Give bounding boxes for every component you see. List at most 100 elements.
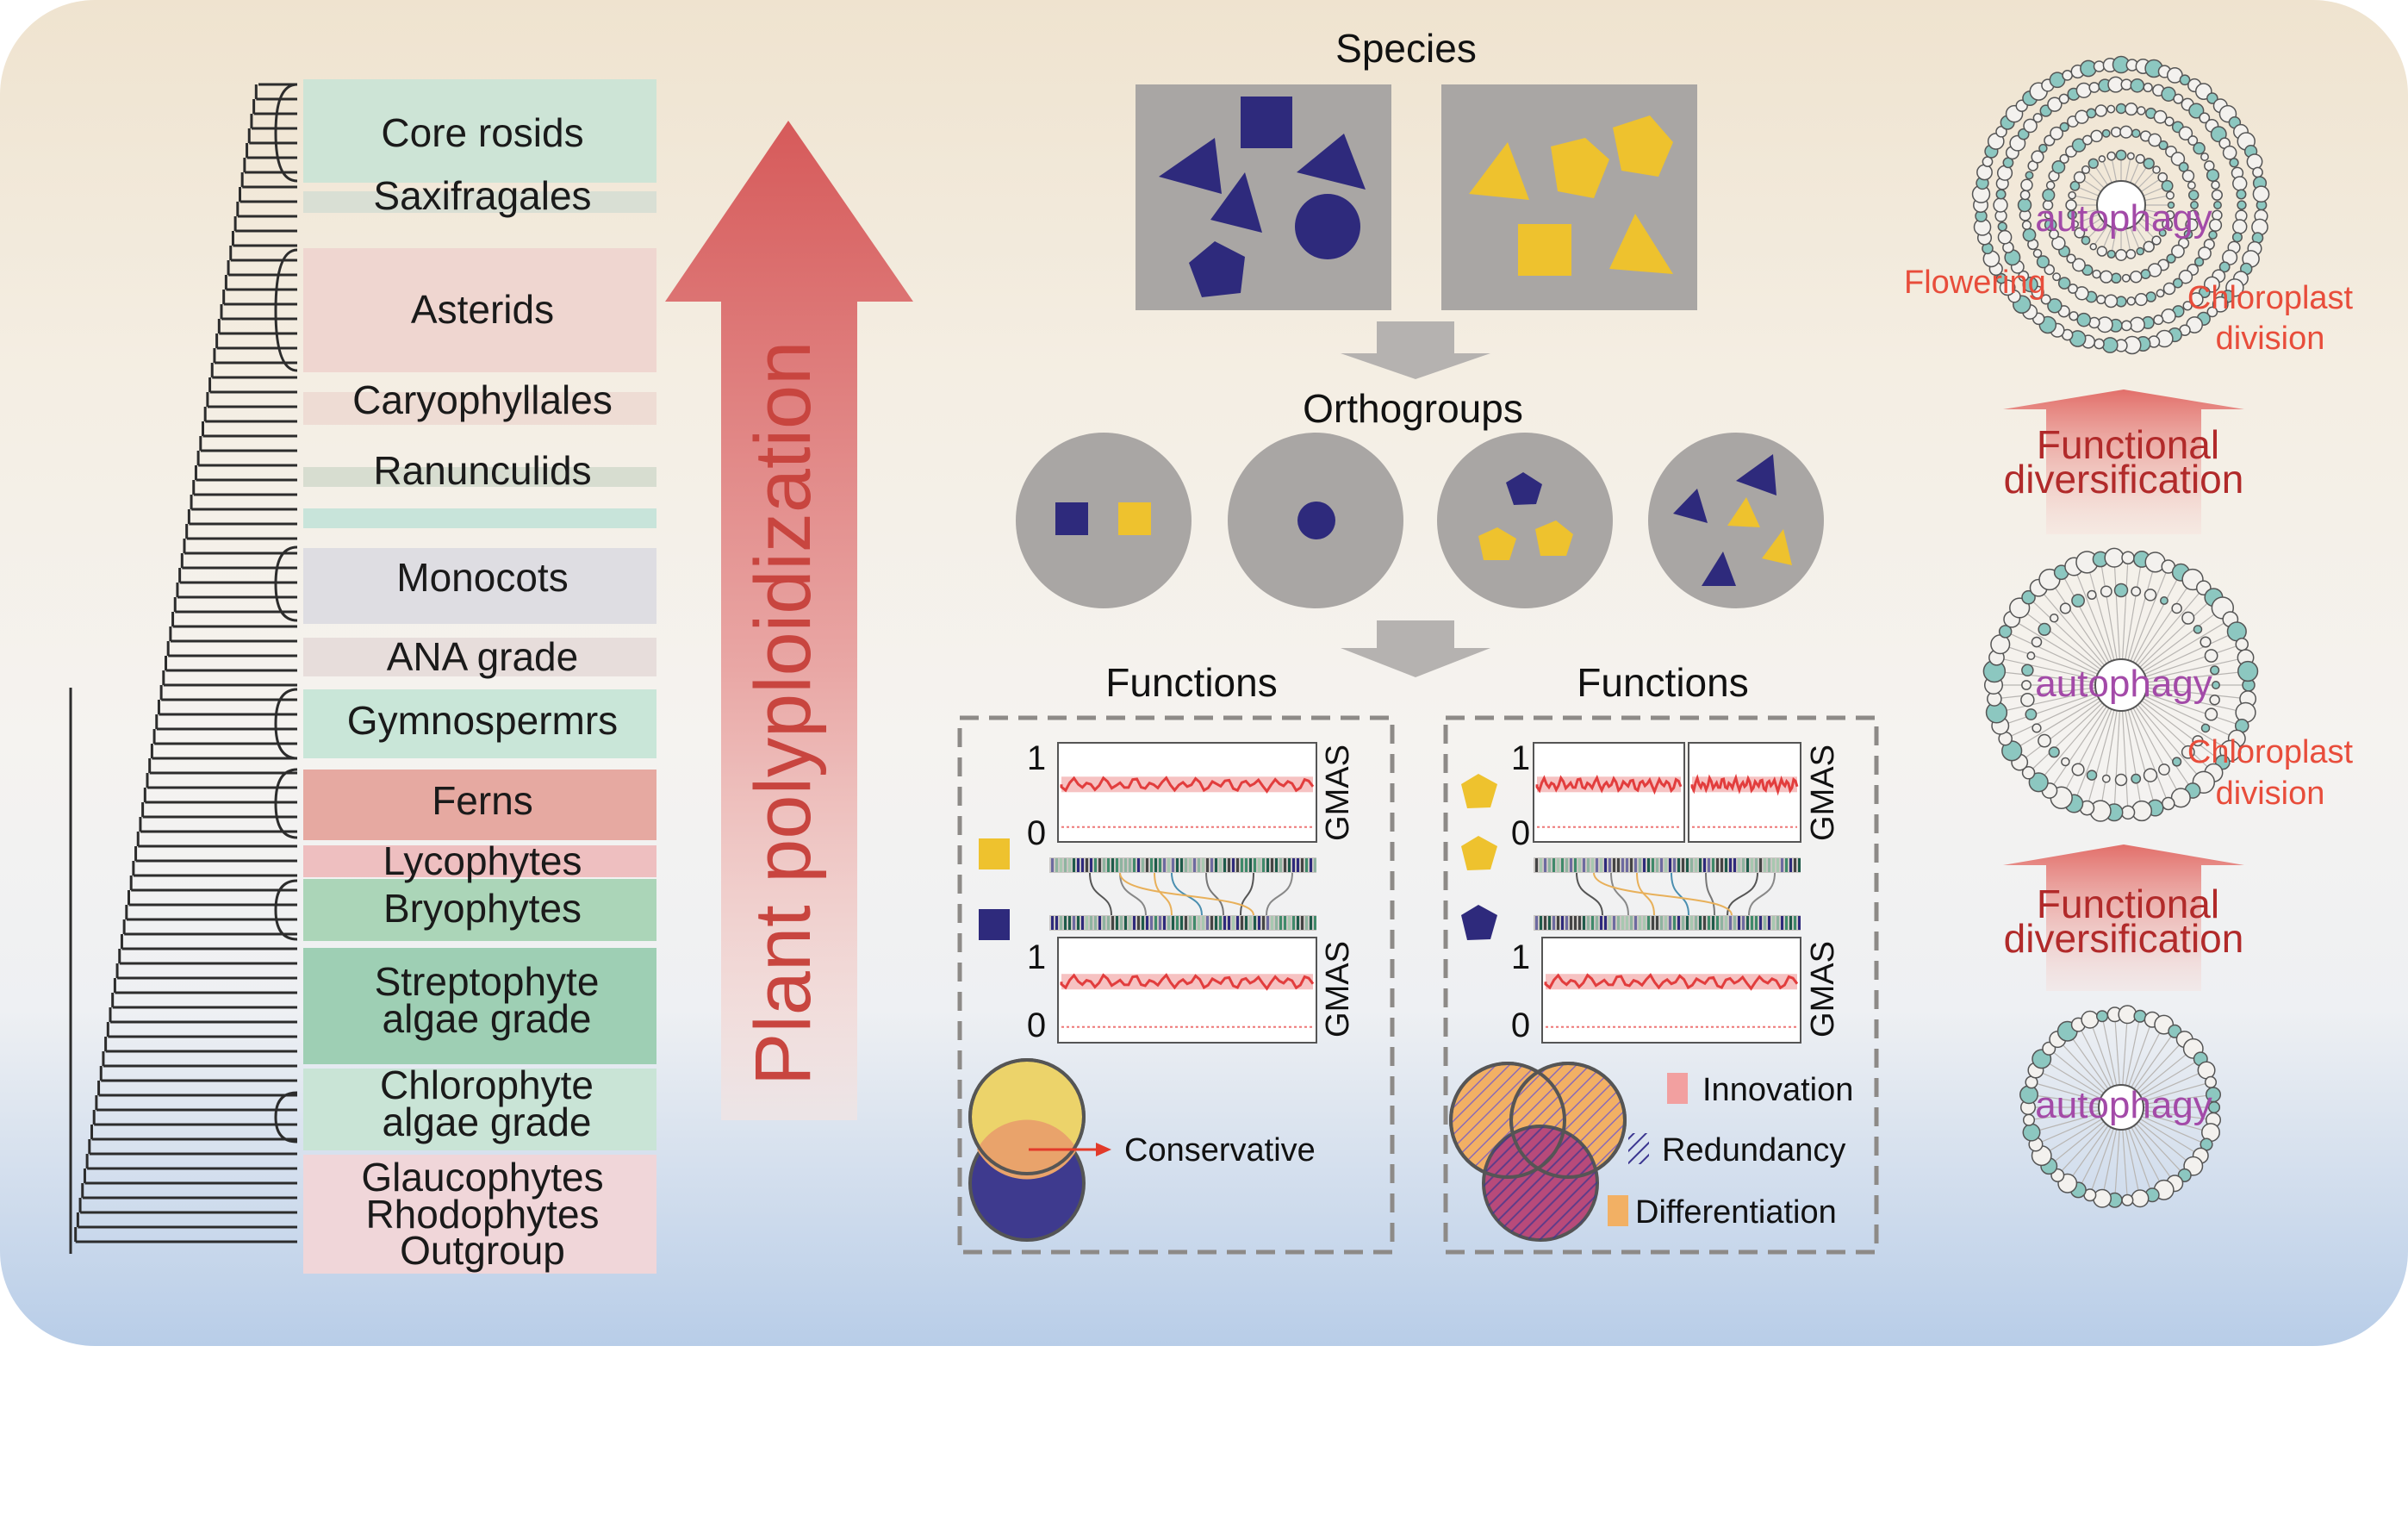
gmas-plot-left-bottom [1057, 937, 1317, 1044]
synteny-link-right [1593, 872, 1733, 916]
orthogroup-3-gold-pentagon-2 [1535, 520, 1573, 556]
right-gold-pentagon-1 [1461, 774, 1497, 808]
synteny-link-right [1727, 872, 1758, 916]
innovation-swatch [1667, 1073, 1688, 1104]
axis-0-right-top: 0 [1511, 814, 1530, 852]
clade-bracket [274, 1091, 298, 1144]
orthogroup-2-navy-circle [1297, 502, 1335, 539]
synteny-link-right [1636, 872, 1655, 916]
diversification-arrow-lower [2003, 844, 2244, 991]
differentiation-label: Differentiation [1635, 1194, 1837, 1231]
clade-label-core-rosids: Core rosids [381, 110, 583, 155]
clade-band-core-rosids [303, 79, 656, 183]
chloroplast-mid-line2: division [2216, 776, 2325, 812]
gmas-label-right-top: GMAS [1805, 745, 1841, 841]
gene-tracks [1049, 857, 1801, 931]
gmas-plot-right-top-b [1688, 742, 1801, 843]
network-top-ring4 [2042, 125, 2200, 284]
autophagy-label-mid: autophagy [2035, 663, 2212, 705]
track-right-top [1534, 857, 1801, 873]
diversification-arrow-upper [2003, 389, 2244, 534]
innovation-label: Innovation [1702, 1072, 1853, 1108]
synteny-link-left [1119, 872, 1147, 916]
clade-band-gymnospermrs [303, 689, 656, 758]
network-bottom-hub [2098, 1084, 2144, 1131]
network-top-outer [1971, 55, 2270, 355]
synteny-link-left [1089, 872, 1112, 916]
axis-1-right-bottom: 1 [1511, 938, 1530, 976]
redundancy-swatch [1628, 1133, 1649, 1164]
network-top-ring2 [1993, 76, 2248, 333]
track-left-top [1049, 857, 1316, 873]
clade-band-saxifragales [303, 191, 656, 213]
clade-label-streptophyte-algae-grade-line1: Streptophyte [375, 959, 600, 1004]
orthogroup-4-gold-triangle-1 [1727, 497, 1760, 527]
clade-bracket [274, 545, 298, 622]
orthogroup-4-navy-triangle-3 [1702, 552, 1736, 586]
axis-1-left-bottom: 1 [1027, 938, 1046, 976]
synteny-link-right [1576, 872, 1603, 916]
axis-0-right-bottom: 0 [1511, 1006, 1530, 1044]
orthogroup-circles [1016, 433, 1824, 608]
orthogroup-4-navy-triangle-2 [1736, 454, 1776, 495]
orthogroup-1-gold-square [1118, 502, 1151, 535]
species-shapes-gold [1469, 115, 1673, 276]
species-shapes-navy [1159, 97, 1366, 297]
clade-band-ferns [303, 770, 656, 840]
functions-right-panel [1443, 715, 1879, 1255]
arrow-down-1 [1341, 321, 1490, 379]
flowering-label: Flowering [1904, 265, 2046, 301]
venn-diversified [1449, 1062, 1627, 1242]
clade-band-monocots [303, 548, 656, 624]
clade-label-outgroup: Outgroup [400, 1228, 565, 1273]
clade-label-caryophyllales: Caryophyllales [352, 377, 613, 422]
species-title: Species [1335, 26, 1477, 71]
axis-0-left-bottom: 0 [1027, 1006, 1046, 1044]
clade-label-streptophyte-algae-grade-line2: algae grade [383, 996, 592, 1041]
clade-label-chlorophyte-algae-grade-line2: algae grade [383, 1100, 592, 1144]
network-mid-hub [2094, 658, 2148, 712]
orthogroup-1-navy-square [1055, 502, 1088, 535]
clade-label-glaucophytes: Glaucophytes [361, 1155, 603, 1200]
clade-bracket [274, 688, 298, 760]
clade-bands [303, 79, 656, 1274]
clade-bracket [274, 879, 298, 941]
synteny-link-right [1610, 872, 1629, 916]
venn-conservative: Conservative [968, 1058, 1316, 1242]
polyploidization-label: Plant polyploidization [739, 341, 827, 1086]
synteny-link-left [1205, 872, 1224, 916]
track-left-bottom [1049, 915, 1316, 931]
right-navy-pentagon [1461, 905, 1497, 940]
chloroplast-mid-line1: Chloroplast [2187, 734, 2354, 770]
gmas-label-left-bottom: GMAS [1320, 941, 1356, 1038]
synteny-link-left [1154, 872, 1173, 916]
redundancy-label: Redundancy [1662, 1132, 1845, 1168]
clade-label-lycophytes: Lycophytes [383, 838, 582, 883]
clade-band-ana-grade [303, 638, 656, 676]
diversification-upper-line1: Functional [2037, 422, 2219, 467]
clade-label-chlorophyte-algae-grade-line1: Chlorophyte [380, 1063, 594, 1107]
network-mid-outer [1982, 547, 2259, 822]
species-box-gold [1441, 84, 1697, 310]
right-gold-pentagon-2 [1461, 836, 1497, 870]
clade-band-unlabeled [303, 508, 656, 528]
orthogroup-3-navy-pentagon [1506, 472, 1542, 505]
diversification-lower-line2: diversification [2004, 916, 2244, 961]
autophagy-label-top: autophagy [2035, 197, 2212, 240]
gmas-plot-right-bottom [1541, 937, 1801, 1044]
network-mid-inner [2020, 583, 2220, 787]
axis-0-left-top: 0 [1027, 814, 1046, 852]
polyploidization-arrow: Plant polyploidization [665, 121, 913, 1120]
functions-right-title: Functions [1577, 660, 1748, 705]
synteny-link-left [1240, 872, 1254, 916]
chloroplast-top-line1: Chloroplast [2187, 280, 2354, 316]
synteny-link-right [1748, 872, 1776, 916]
clade-label-asterids: Asterids [411, 287, 554, 332]
clade-label-ana-grade: ANA grade [387, 634, 578, 679]
conservative-label: Conservative [1124, 1132, 1316, 1168]
gmas-plot-right-top-a [1533, 742, 1685, 843]
synteny-link-right [1671, 872, 1689, 916]
clade-label-rhodophytes: Rhodophytes [365, 1192, 599, 1237]
orthogroup-3-gold-pentagon-1 [1478, 527, 1516, 560]
